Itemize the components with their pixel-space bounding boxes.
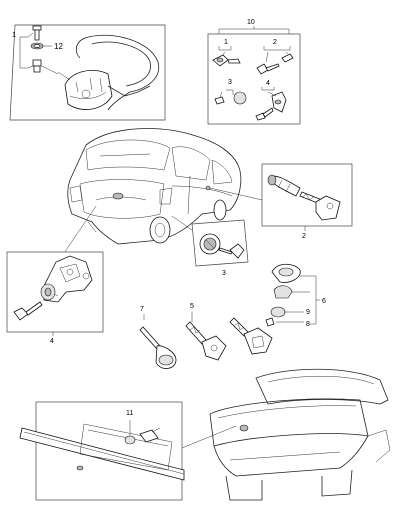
callout-5: 5 — [190, 303, 194, 310]
leader-to-rear-car — [181, 425, 237, 449]
lock-set-box — [207, 26, 301, 125]
callout-7: 7 — [140, 306, 144, 313]
leader-to-3 — [171, 215, 193, 231]
leader-to-2 — [209, 187, 263, 201]
key-5 — [185, 312, 227, 361]
callout-3-center: 3 — [222, 270, 226, 277]
callout-6: 6 — [322, 298, 326, 305]
hatchback-car-illustration — [67, 128, 242, 245]
key-7 — [139, 314, 177, 369]
callout-11: 11 — [126, 410, 133, 417]
callout-2-right: 2 — [302, 233, 306, 240]
callout-9: 9 — [306, 309, 310, 316]
callout-4-box: 4 — [266, 80, 270, 87]
callout-4-left: 4 — [50, 338, 54, 345]
ring-cap-set — [265, 263, 320, 327]
tailgate-lock-box — [6, 251, 104, 333]
cylinder-and-key-box — [261, 163, 353, 227]
callout-12: 12 — [54, 42, 63, 51]
steering-column-panel — [9, 24, 166, 121]
callout-1-left: 1 — [12, 32, 16, 39]
remote-key — [229, 317, 273, 355]
license-plate-lamp-panel — [19, 401, 185, 501]
rear-car-illustration — [209, 368, 391, 501]
callout-8: 8 — [306, 321, 310, 328]
knob-and-key-box — [191, 219, 249, 267]
callout-3-box: 3 — [228, 79, 232, 86]
callout-1-box: 1 — [224, 39, 228, 46]
callout-2-box: 2 — [273, 39, 277, 46]
callout-10: 10 — [247, 19, 255, 26]
